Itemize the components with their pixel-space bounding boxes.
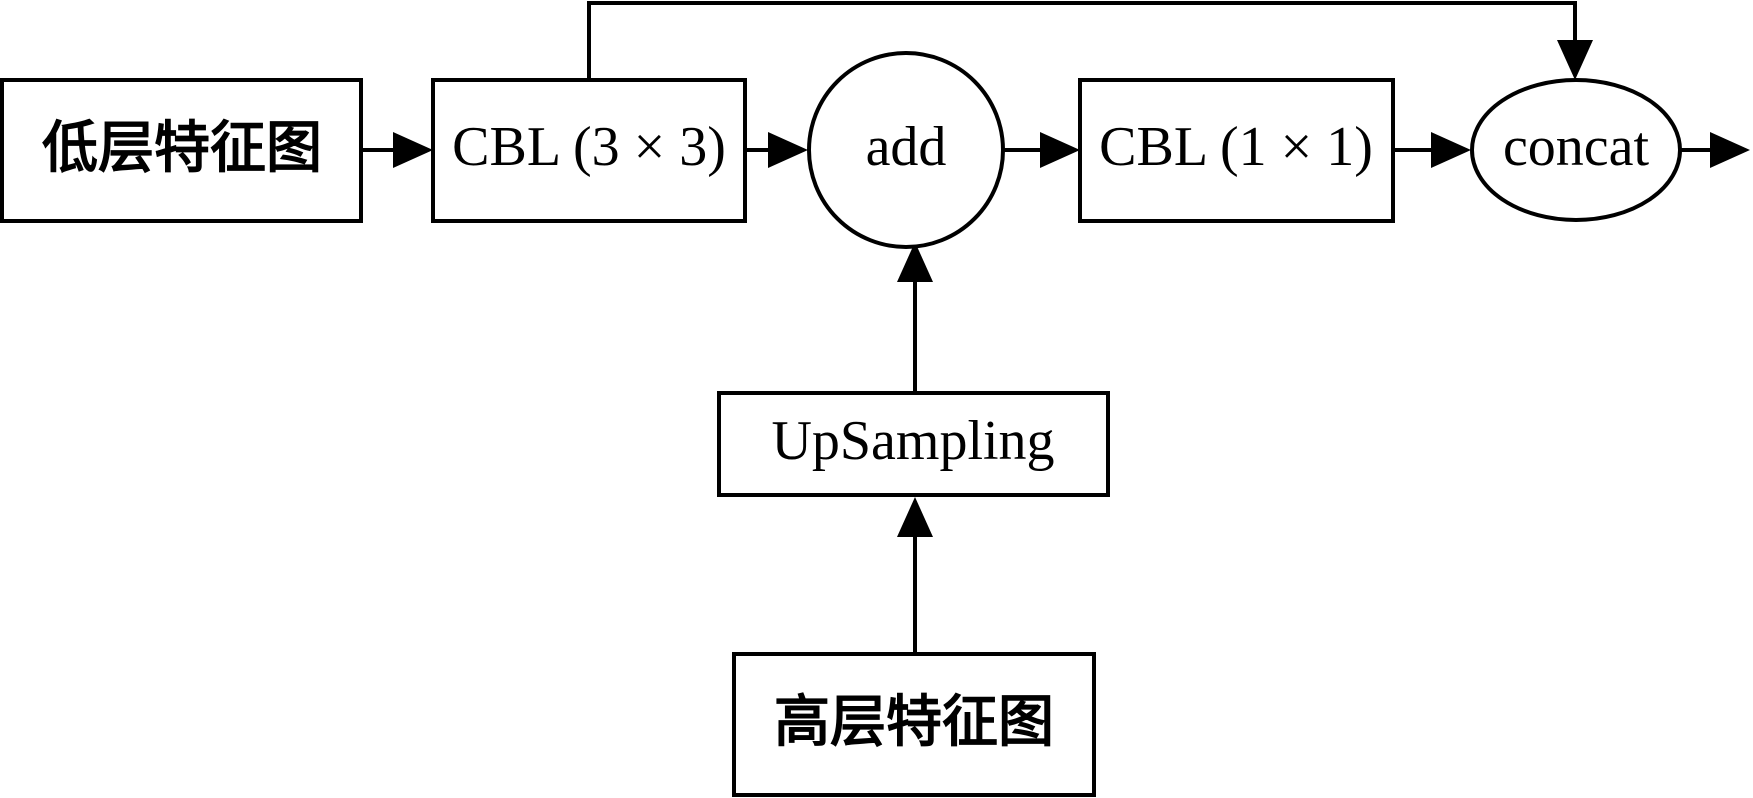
arrowhead-icon [1040,132,1080,168]
arrowhead-icon [393,132,433,168]
node-concat: concat [1470,78,1682,222]
edge-low-feature-to-cbl-3x3 [362,132,433,168]
edge-high-feature-to-upsampling [897,497,933,654]
node-upsampling: UpSampling [717,391,1110,497]
node-cbl-3x3-label: CBL (3 × 3) [452,116,726,178]
node-high-feature-map-label: 高层特征图 [774,690,1054,755]
node-low-feature-map: 低层特征图 [0,78,363,223]
arrowhead-icon [1431,132,1471,168]
node-add: add [807,51,1005,249]
edge-cbl-3x3-to-add [746,132,808,168]
node-high-feature-map: 高层特征图 [732,652,1096,797]
edge-add-to-cbl-1x1 [1004,132,1080,168]
node-upsampling-label: UpSampling [771,410,1054,472]
arrowhead-icon [768,132,808,168]
node-low-feature-map-label: 低层特征图 [42,116,322,181]
node-cbl-1x1: CBL (1 × 1) [1078,78,1395,223]
arrowhead-icon [897,242,933,282]
edge-concat-to-output [1680,132,1750,168]
node-concat-label: concat [1503,116,1650,178]
edge-upsampling-to-add [897,242,933,393]
node-cbl-3x3: CBL (3 × 3) [431,78,747,223]
node-cbl-1x1-label: CBL (1 × 1) [1099,116,1373,178]
node-add-label: add [866,116,947,178]
arrowhead-icon [897,497,933,537]
edge-cbl-1x1-to-concat [1394,132,1471,168]
arrowhead-icon [1557,40,1593,80]
edge-cbl-3x3-to-concat [587,1,1593,80]
nodes: 低层特征图 CBL (3 × 3) add CBL (1 × 1) concat… [0,51,1682,797]
arrowhead-icon [1710,132,1750,168]
edges [362,1,1750,654]
